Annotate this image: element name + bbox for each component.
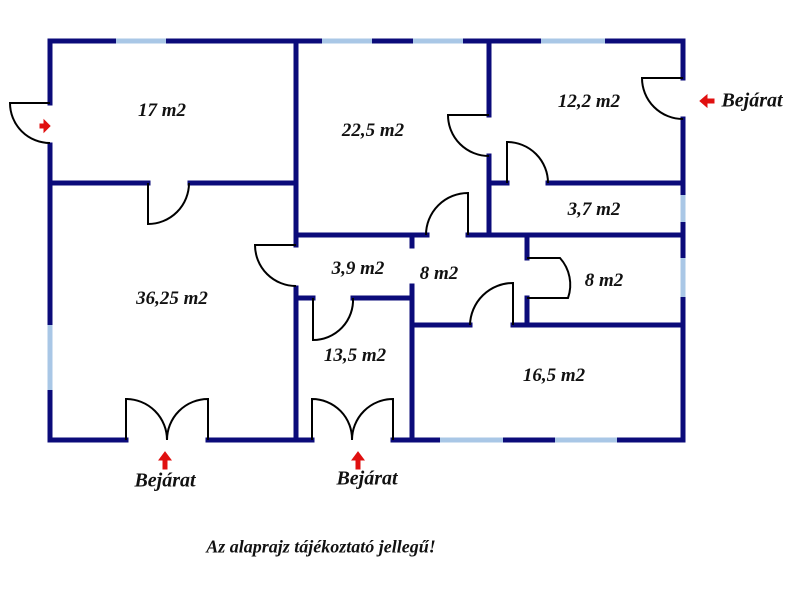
arrow-right-icon xyxy=(39,118,51,134)
door-swing xyxy=(506,140,549,184)
door-swing xyxy=(640,77,684,120)
double-door-swing xyxy=(311,397,394,441)
door-swing xyxy=(425,191,469,236)
double-door-swing xyxy=(125,397,209,441)
room-area-label: 8 m2 xyxy=(584,270,624,291)
door-swing xyxy=(147,182,190,226)
room-area-label: 8 m2 xyxy=(419,263,459,284)
room-area-label: 36,25 m2 xyxy=(136,288,208,309)
arrow-up-icon xyxy=(158,451,172,470)
entrance-label: Bejárat xyxy=(721,89,783,112)
room-area-label: 22,5 m2 xyxy=(341,120,405,141)
room-area-label: 3,7 m2 xyxy=(567,199,621,220)
door-swing xyxy=(312,297,355,342)
windows xyxy=(47,38,686,443)
door-swing xyxy=(446,114,490,157)
door-swing xyxy=(469,281,514,326)
door-swing xyxy=(527,257,572,299)
arrow-left-icon xyxy=(699,93,715,109)
walls xyxy=(47,38,686,443)
door-swing xyxy=(253,244,297,287)
entrance-label: Bejárat xyxy=(134,469,196,492)
room-area-label: 3,9 m2 xyxy=(331,258,385,279)
room-area-label: 12,2 m2 xyxy=(557,91,621,112)
door-swing xyxy=(8,102,51,144)
doors xyxy=(8,77,684,441)
footer-note: Az alaprajz tájékoztató jellegű! xyxy=(206,536,436,557)
room-area-label: 13,5 m2 xyxy=(323,345,387,366)
room-area-label: 16,5 m2 xyxy=(522,365,586,386)
room-area-label: 17 m2 xyxy=(137,100,187,121)
entrance-label: Bejárat xyxy=(336,467,398,490)
arrow-up-icon xyxy=(351,451,365,470)
entrance-arrows xyxy=(39,93,715,470)
